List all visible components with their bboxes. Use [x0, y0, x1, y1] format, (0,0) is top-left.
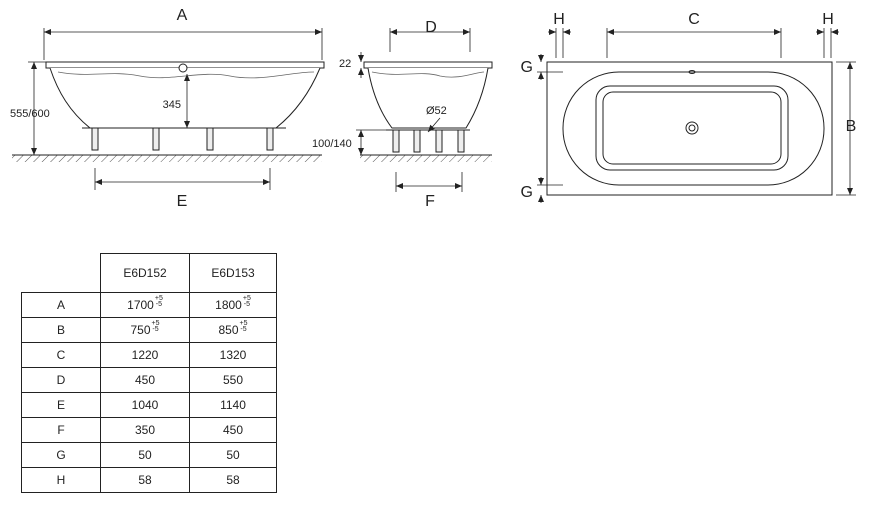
table-cell: 450 — [189, 417, 277, 443]
table-header-row: E6D152 E6D153 — [22, 253, 277, 293]
tolerance: +5-5 — [151, 320, 160, 333]
dim-C-label: C — [688, 11, 700, 28]
tolerance-lower: -5 — [155, 301, 162, 308]
row-label: G — [21, 442, 101, 468]
dim-rim-label: 22 — [339, 58, 351, 70]
side-view — [12, 28, 325, 190]
cell-value: 850 — [218, 323, 239, 337]
table-row: G 50 50 — [21, 442, 277, 468]
top-view — [537, 28, 856, 203]
dim-A-label: A — [177, 7, 188, 24]
table-cell: 750+5-5 — [100, 317, 190, 343]
table-row: B 750+5-5 850+5-5 — [21, 317, 277, 343]
table-cell: 1800+5-5 — [189, 292, 277, 318]
cell-value: 1800 — [215, 298, 242, 312]
table-cell: 1320 — [189, 342, 277, 368]
dim-H-left-label: H — [553, 11, 565, 28]
table-row: E 1040 1140 — [21, 392, 277, 418]
table-cell: 1040 — [100, 392, 190, 418]
dim-inner-height-label: 345 — [163, 99, 181, 111]
table-cell: 1220 — [100, 342, 190, 368]
end-view — [356, 28, 493, 192]
dim-leg-height-label: 100/140 — [312, 138, 352, 150]
dim-G-top-label: G — [521, 59, 533, 76]
row-label: H — [21, 467, 101, 493]
table-cell: 850+5-5 — [189, 317, 277, 343]
table-row: A 1700+5-5 1800+5-5 — [21, 292, 277, 318]
table-cell: 58 — [189, 467, 277, 493]
floor-hatch-end — [360, 155, 492, 162]
table-row: D 450 550 — [21, 367, 277, 393]
row-label: F — [21, 417, 101, 443]
table-corner — [22, 254, 101, 293]
column-header: E6D153 — [189, 253, 277, 293]
dim-H-right-label: H — [822, 11, 834, 28]
tolerance: +5-5 — [239, 320, 248, 333]
tolerance-lower: -5 — [240, 326, 247, 333]
table-row: C 1220 1320 — [21, 342, 277, 368]
table-cell: 450 — [100, 367, 190, 393]
table-row: H 58 58 — [21, 467, 277, 493]
floor-hatch-side — [12, 155, 322, 162]
dimensions-table: E6D152 E6D153 A 1700+5-5 1800+5-5 B 750+… — [21, 253, 277, 493]
tolerance-upper: +5 — [239, 320, 248, 327]
table-cell: 58 — [100, 467, 190, 493]
table-cell: 550 — [189, 367, 277, 393]
row-label: D — [21, 367, 101, 393]
row-label: C — [21, 342, 101, 368]
table-cell: 350 — [100, 417, 190, 443]
cell-value: 750 — [130, 323, 151, 337]
dim-D-label: D — [425, 19, 437, 36]
side-legs — [91, 127, 274, 151]
table-cell: 1140 — [189, 392, 277, 418]
table-row: F 350 450 — [21, 417, 277, 443]
tolerance: +5-5 — [154, 295, 163, 308]
tolerance-upper: +5 — [154, 295, 163, 302]
end-legs — [392, 129, 465, 153]
table-cell: 50 — [189, 442, 277, 468]
tolerance-lower: -5 — [152, 326, 159, 333]
dim-B-label: B — [846, 118, 857, 135]
table-cell: 1700+5-5 — [100, 292, 190, 318]
dim-leg-diameter-label: Ø52 — [426, 105, 447, 117]
tolerance-lower: -5 — [243, 301, 250, 308]
cell-value: 1700 — [127, 298, 154, 312]
tolerance-upper: +5 — [242, 295, 251, 302]
column-header: E6D152 — [100, 253, 190, 293]
tolerance-upper: +5 — [151, 320, 160, 327]
row-label: E — [21, 392, 101, 418]
row-label: A — [21, 292, 101, 318]
dim-F-label: F — [425, 193, 435, 210]
row-label: B — [21, 317, 101, 343]
dim-E-label: E — [177, 193, 188, 210]
dim-G-bottom-label: G — [521, 184, 533, 201]
tolerance: +5-5 — [242, 295, 251, 308]
table-cell: 50 — [100, 442, 190, 468]
dim-height-label: 555/600 — [10, 108, 50, 120]
